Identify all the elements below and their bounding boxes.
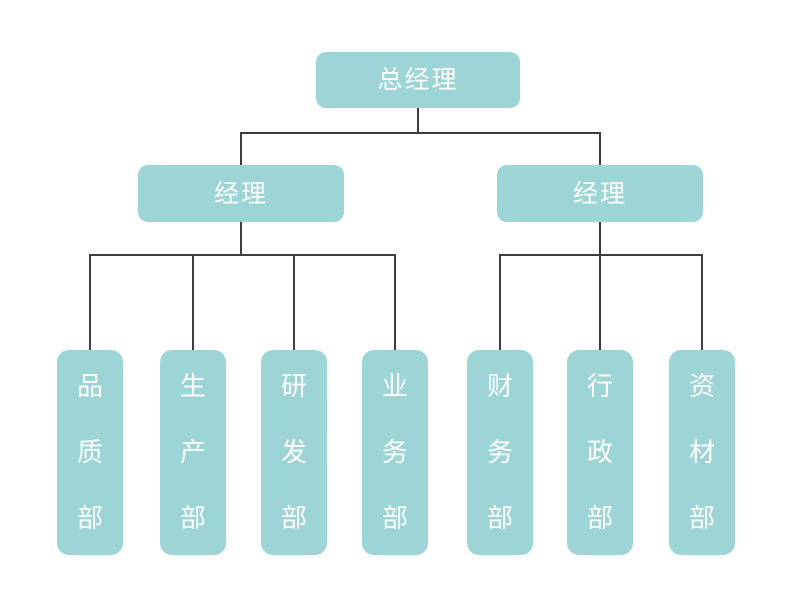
node-dept-business: 业务部 <box>362 350 428 555</box>
node-dept-production: 生产部 <box>160 350 226 555</box>
node-manager-left: 经理 <box>138 165 344 222</box>
node-dept-admin: 行政部 <box>567 350 633 555</box>
node-dept-rd: 研发部 <box>261 350 327 555</box>
node-manager-right: 经理 <box>497 165 703 222</box>
node-dept-quality: 品质部 <box>57 350 123 555</box>
node-general-manager: 总经理 <box>316 52 520 108</box>
node-dept-finance: 财务部 <box>467 350 533 555</box>
node-dept-materials: 资材部 <box>669 350 735 555</box>
